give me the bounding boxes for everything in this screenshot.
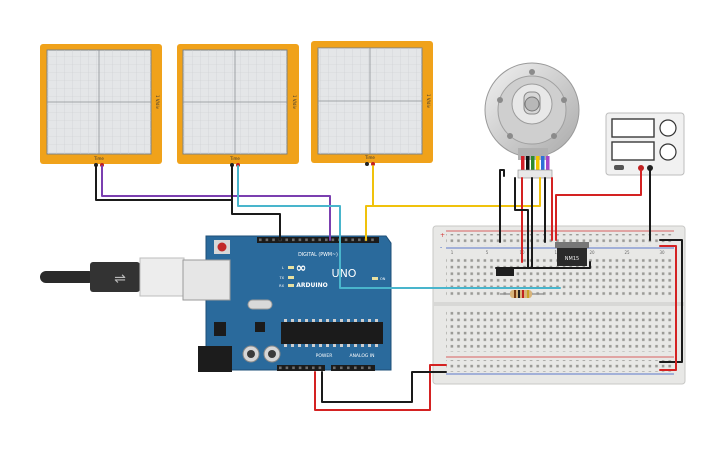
header-pin[interactable] (361, 366, 364, 370)
oscilloscope-time-label: Time (229, 156, 240, 161)
header-pin[interactable] (318, 366, 322, 370)
motor-wire-bundle (521, 156, 550, 171)
voltage-knob[interactable] (659, 119, 677, 137)
header-pin[interactable] (292, 366, 295, 370)
led-label: RX (279, 284, 284, 288)
wires (95, 165, 683, 411)
header-pin[interactable] (312, 366, 315, 370)
column-number: 25 (624, 250, 630, 255)
digital-label: DIGITAL (PWM~) (298, 252, 338, 258)
header-pin[interactable] (272, 238, 275, 242)
transistor[interactable] (496, 268, 514, 276)
usb-cable[interactable]: ⇌ (40, 257, 185, 297)
oscilloscope-scale-label: 1 V/div (426, 94, 431, 109)
header-pin[interactable] (358, 238, 361, 242)
header-pin[interactable] (371, 238, 374, 242)
model-label: UNO (332, 267, 357, 280)
oscilloscope-time-label: Time (93, 156, 104, 161)
oscilloscope-time-label: Time (364, 155, 375, 160)
power-supply[interactable] (605, 112, 685, 176)
header-pin[interactable] (347, 366, 350, 370)
rail-plus-label: + (440, 232, 445, 239)
motor-lead-wire (521, 156, 525, 171)
header-pin[interactable] (292, 238, 295, 242)
oscilloscope-2[interactable]: 1 V/div Time (177, 44, 299, 167)
header-pin[interactable] (351, 238, 354, 242)
header-pin[interactable] (318, 238, 321, 242)
motor-lead-wire (526, 156, 530, 171)
ic-chip[interactable]: NM15 (555, 242, 589, 266)
header-pin[interactable] (311, 238, 315, 242)
reset-button[interactable] (217, 242, 227, 252)
arduino-logo-icon: ∞ (296, 261, 307, 276)
column-number: 5 (486, 250, 489, 255)
motor-lead-wire (536, 156, 540, 171)
column-number: 20 (589, 250, 595, 255)
microcontroller-pins (284, 319, 378, 347)
motor-lead-wire (531, 156, 535, 171)
usb-icon: ⇌ (114, 271, 126, 287)
chip-label: NM15 (565, 256, 579, 262)
oscilloscope-scale-label: 1 V/div (292, 95, 297, 110)
brand-label: ARDUINO (296, 282, 327, 289)
header-pin[interactable] (305, 238, 308, 242)
analog-label: ANALOG IN (349, 353, 374, 359)
header-pin[interactable] (331, 238, 335, 242)
header-pin[interactable] (259, 238, 262, 242)
led-label: TX (278, 276, 284, 280)
column-number: 30 (659, 250, 665, 255)
header-pin[interactable] (325, 238, 328, 242)
column-number: 1 (451, 250, 454, 255)
header-pin[interactable] (298, 238, 302, 242)
motor-lead-wire (541, 156, 545, 171)
header-pin[interactable] (305, 366, 308, 370)
power-label: POWER (316, 353, 333, 359)
header-pin[interactable] (285, 238, 288, 242)
header-pin[interactable] (344, 238, 348, 242)
arduino-uno[interactable]: DIGITAL (PWM~) ∞ ARDUINO UNO L TX RX ON … (182, 235, 392, 372)
resistor[interactable] (500, 290, 544, 298)
header-pin[interactable] (333, 366, 336, 370)
header-pin[interactable] (298, 366, 302, 370)
bottom-header-pins (279, 366, 371, 370)
oscilloscope-scale-label: 1 V/div (155, 95, 160, 110)
led-label: L (282, 266, 284, 270)
dc-motor[interactable] (484, 62, 580, 179)
header-pin[interactable] (340, 366, 343, 370)
header-pin[interactable] (368, 366, 371, 370)
oscilloscope-3[interactable]: 1 V/div Time (311, 41, 433, 166)
header-pin[interactable] (285, 366, 289, 370)
current-knob[interactable] (659, 143, 677, 161)
motor-lead-wire (546, 156, 550, 171)
header-pin[interactable] (279, 366, 282, 370)
on-label: ON (380, 277, 386, 281)
oscilloscope-1[interactable]: 1 V/div Time (40, 44, 162, 167)
header-pin[interactable] (354, 366, 357, 370)
header-pin[interactable] (265, 238, 269, 242)
rail-minus-label: - (440, 244, 442, 251)
